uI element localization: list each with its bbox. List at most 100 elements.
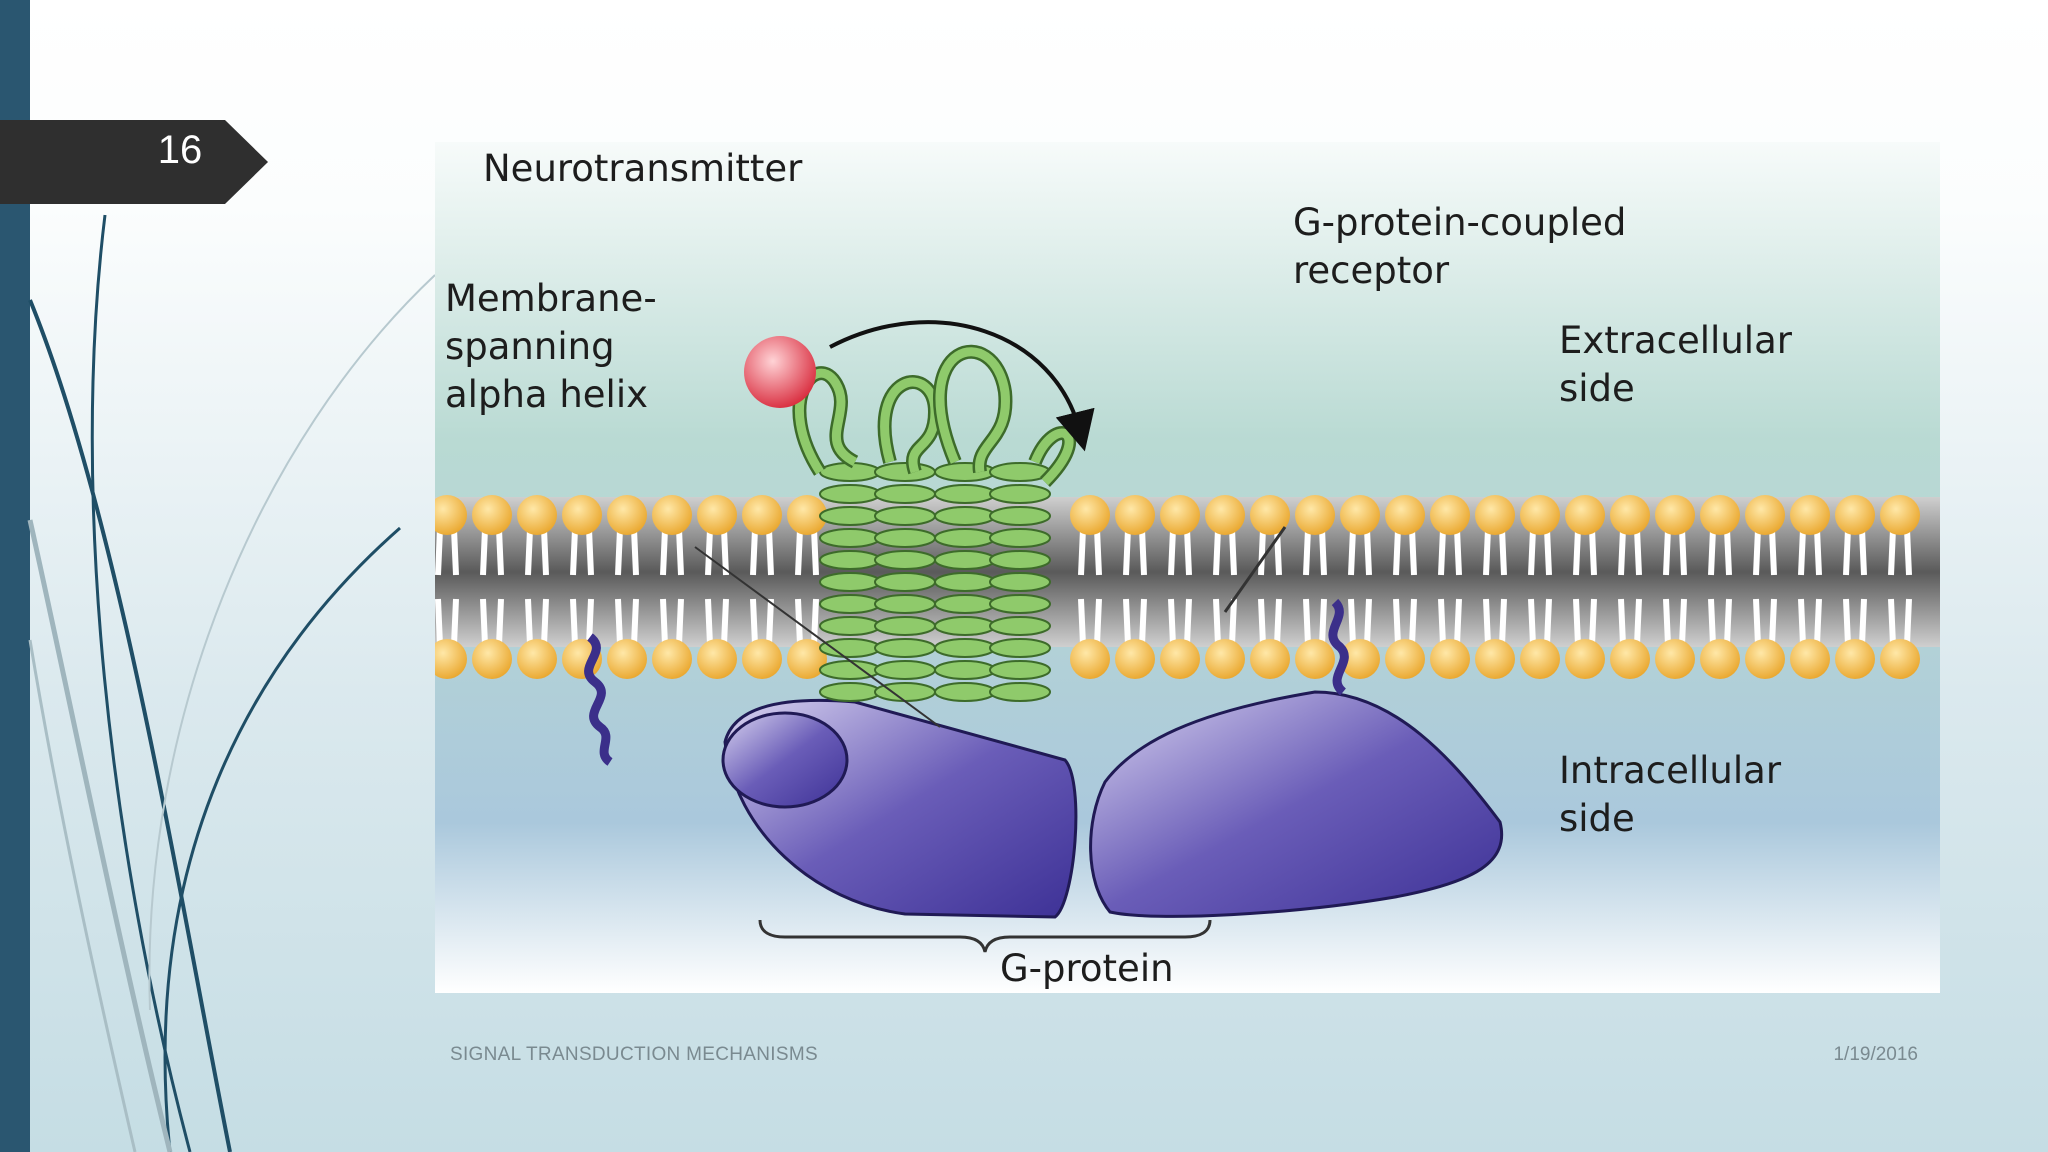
receptor-helix-turn: [989, 484, 1051, 504]
lipid-tail: [795, 528, 819, 576]
receptor-helix-turn: [874, 660, 936, 680]
lipid-head: [1790, 495, 1830, 535]
receptor-helix-turn: [989, 638, 1051, 658]
lipid-tail: [1573, 528, 1597, 576]
lipid-head: [1745, 495, 1785, 535]
slide-number-tag: [0, 120, 268, 204]
lipid-tail: [705, 528, 729, 576]
slide-number: 16: [157, 128, 203, 172]
lipid-head: [787, 639, 827, 679]
lipid-head: [435, 639, 467, 679]
receptor-helix-turn: [874, 484, 936, 504]
lipid-tail: [1438, 528, 1462, 576]
lipid-head: [517, 495, 557, 535]
lipid-tail: [480, 598, 504, 646]
lipid-tail: [615, 528, 639, 576]
label-gpcr-line2: receptor: [1293, 249, 1450, 292]
receptor-helix-turn: [874, 528, 936, 548]
lipid-head: [787, 495, 827, 535]
lipid-tail: [1123, 528, 1147, 576]
lipid-head: [1790, 639, 1830, 679]
lipid-head: [1385, 639, 1425, 679]
lipid-tail: [1888, 528, 1912, 576]
receptor-helix-turn: [819, 550, 881, 570]
lipid-head: [1295, 495, 1335, 535]
lipid-head: [652, 639, 692, 679]
label-extracellular-line1: Extracellular: [1559, 319, 1792, 362]
receptor-helix-turn: [934, 660, 996, 680]
label-extracellular-line2: side: [1559, 367, 1635, 410]
lipid-head: [472, 639, 512, 679]
gpcr-leader-line: [1223, 526, 1287, 613]
binding-arrow: [829, 320, 1095, 452]
receptor-helix-turn: [874, 462, 936, 482]
lipid-tail: [1528, 598, 1552, 646]
decorative-curves: [27, 214, 436, 1152]
lipid-tail: [525, 598, 549, 646]
lipid-tail: [1393, 598, 1417, 646]
lipid-head: [1565, 639, 1605, 679]
receptor-helix-turn: [989, 506, 1051, 526]
receptor-loop: [795, 368, 858, 475]
lipid-head: [1610, 495, 1650, 535]
lipid-tail: [1888, 598, 1912, 646]
lipid-head: [1430, 495, 1470, 535]
receptor-helix-turn: [934, 594, 996, 614]
lipid-tail: [1528, 528, 1552, 576]
receptor-helix-turn: [989, 660, 1051, 680]
gprotein-brace: [758, 919, 1212, 953]
lipid-tail: [570, 598, 594, 646]
lipid-head: [1700, 639, 1740, 679]
lipid-head: [1745, 639, 1785, 679]
label-helix-line2: spanning: [445, 325, 615, 368]
lipid-head: [1520, 639, 1560, 679]
lipid-tail: [1078, 598, 1102, 646]
label-gpcr-line1: G-protein-coupled: [1293, 201, 1627, 244]
lipid-tail: [1708, 598, 1732, 646]
lipid-tail: [1483, 528, 1507, 576]
lipid-tail: [1843, 598, 1867, 646]
lipid-tail: [1753, 528, 1777, 576]
lipid-tail: [1438, 598, 1462, 646]
lipid-tail: [1573, 598, 1597, 646]
receptor-helix-turn: [819, 616, 881, 636]
lipid-head: [697, 639, 737, 679]
receptor-helix-turn: [819, 484, 881, 504]
receptor-helix-turn: [874, 594, 936, 614]
lipid-head: [1160, 495, 1200, 535]
receptor-helix-turn: [934, 550, 996, 570]
footer-date: 1/19/2016: [1833, 1044, 1918, 1065]
lipid-tail: [480, 528, 504, 576]
receptor-helix-turn: [819, 506, 881, 526]
footer-title: SIGNAL TRANSDUCTION MECHANISMS: [450, 1044, 818, 1065]
receptor-helix-turn: [989, 550, 1051, 570]
label-intracellular-line2: side: [1559, 797, 1635, 840]
lipid-tail: [1348, 528, 1372, 576]
lipid-tail: [750, 598, 774, 646]
lipid-head: [562, 495, 602, 535]
lipid-bilayer: [435, 495, 1920, 679]
lipid-head: [472, 495, 512, 535]
receptor-helix-turn: [989, 616, 1051, 636]
lipid-head: [1385, 495, 1425, 535]
lipid-head: [1205, 495, 1245, 535]
receptor-helix-turn: [989, 572, 1051, 592]
receptor-helix-turn: [874, 616, 936, 636]
lipid-head: [1070, 639, 1110, 679]
neurotransmitter-molecule: [744, 336, 816, 408]
lipid-head: [1250, 639, 1290, 679]
receptor-helix-turn: [989, 528, 1051, 548]
lipid-tail: [660, 598, 684, 646]
receptor-helix-turn: [934, 528, 996, 548]
lipid-head: [1835, 495, 1875, 535]
label-g-protein: G-protein: [1000, 947, 1174, 990]
lipid-tail: [1618, 598, 1642, 646]
lipid-tail: [435, 598, 459, 646]
lipid-head: [1205, 639, 1245, 679]
lipid-tail: [1168, 598, 1192, 646]
lipid-tail: [1303, 598, 1327, 646]
receptor-helix-turn: [819, 594, 881, 614]
lipid-tail: [1168, 528, 1192, 576]
lipid-tail: [1843, 528, 1867, 576]
lipid-head: [652, 495, 692, 535]
